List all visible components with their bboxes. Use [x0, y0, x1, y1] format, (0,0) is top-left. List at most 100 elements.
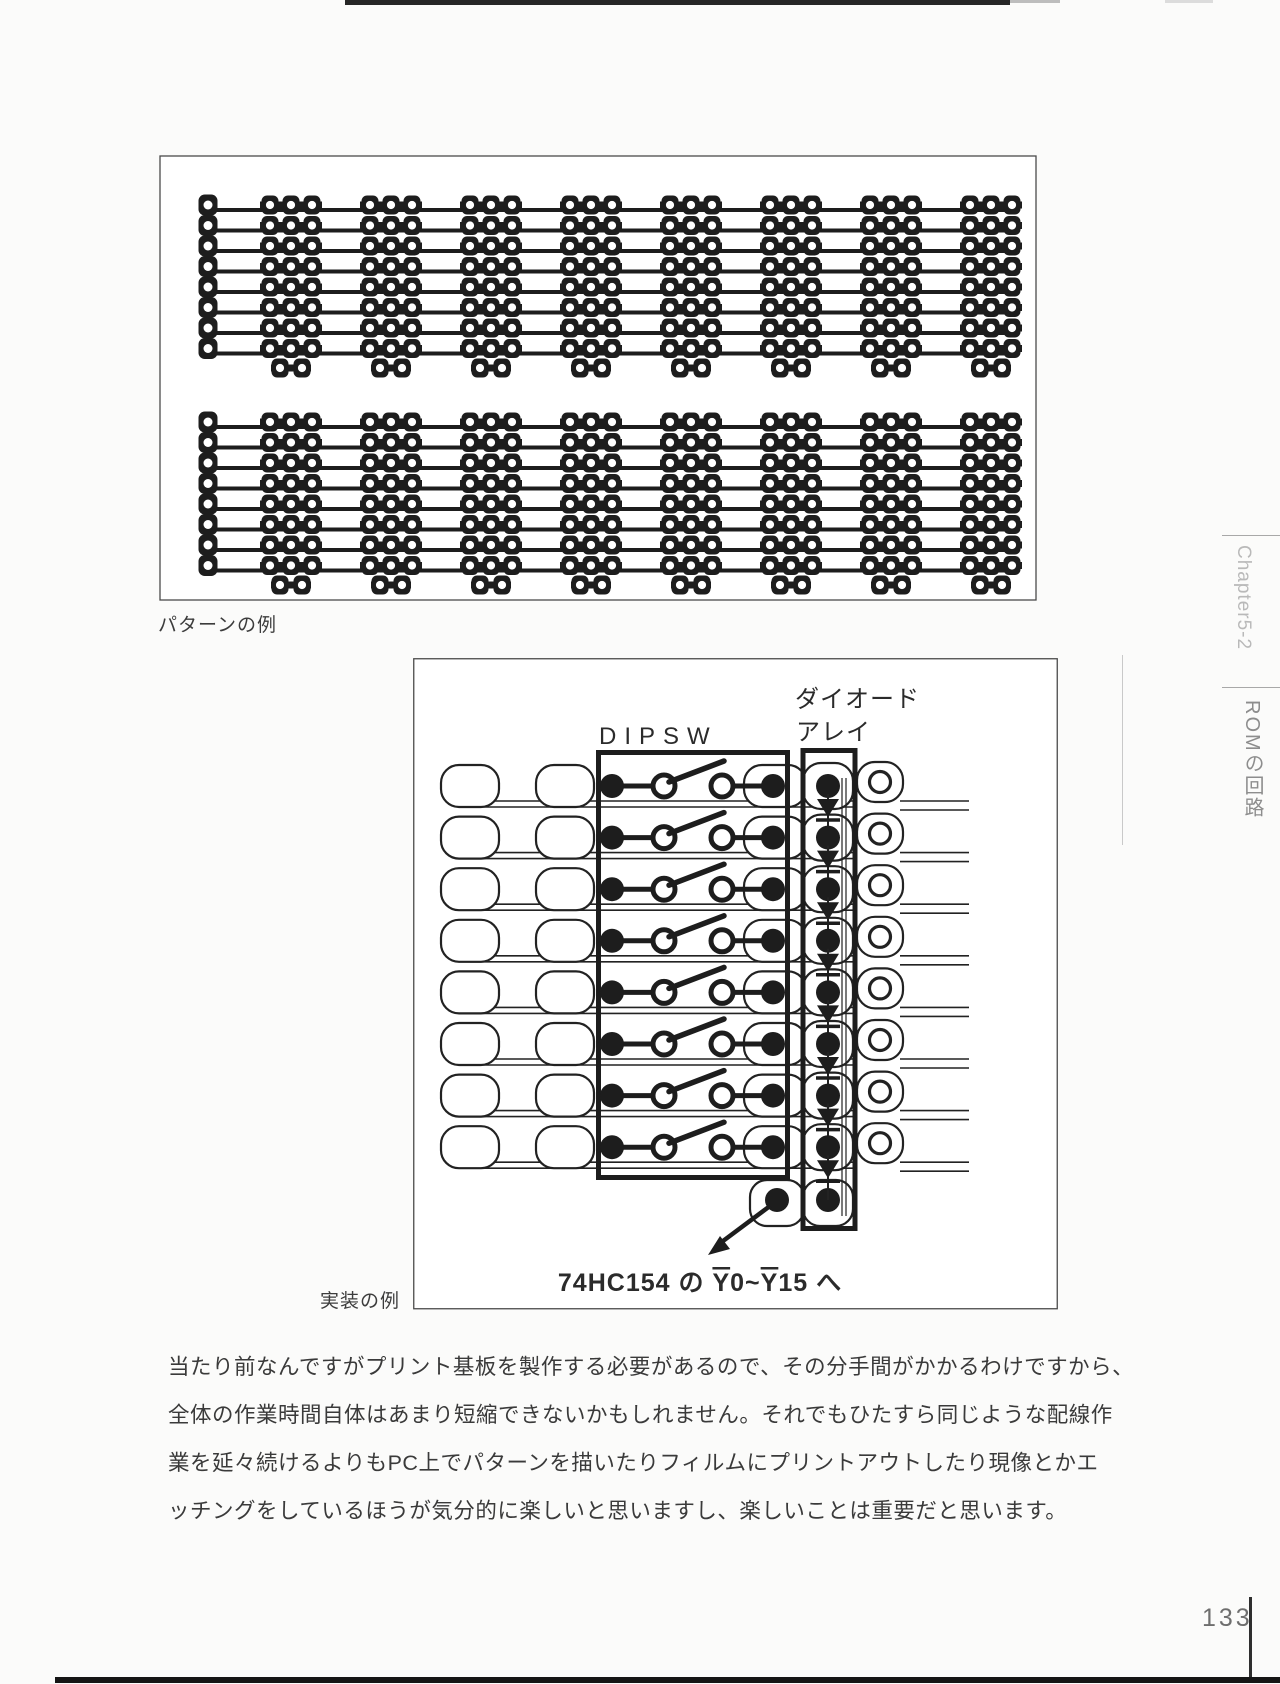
pad-hole: [607, 458, 617, 468]
pad-hole: [365, 200, 375, 210]
pad-outline: [439, 867, 501, 912]
pad-hole: [786, 241, 796, 251]
pad-hole: [707, 520, 717, 529]
pad-hole: [486, 262, 496, 271]
pad-hole: [607, 561, 617, 570]
pad-hole: [665, 303, 675, 312]
pad-hole: [486, 417, 496, 427]
pad-hole: [203, 323, 213, 333]
pad-hole: [907, 282, 917, 292]
pad-hole: [365, 282, 375, 292]
pad-hole: [775, 363, 785, 373]
pad-hole: [807, 561, 817, 570]
pad-hole: [365, 458, 375, 468]
pad-hole: [765, 262, 775, 271]
diode-triangle: [817, 1057, 839, 1075]
pad-hole: [707, 540, 717, 550]
pad-hole: [665, 241, 675, 251]
pad-hole: [807, 262, 817, 271]
pad-hole: [386, 458, 396, 468]
pad-hole: [407, 540, 417, 550]
pad-hole: [565, 458, 575, 468]
pad-outline: [439, 970, 501, 1015]
sidebar-rule-bottom: [1222, 687, 1280, 688]
pad-hole: [986, 241, 996, 251]
pad-hole: [365, 303, 375, 312]
pad-hole: [375, 580, 385, 590]
pad-hole: [265, 540, 275, 550]
pad-hole: [807, 520, 817, 529]
pad-hole: [1007, 458, 1017, 468]
pad-hole: [265, 241, 275, 251]
pad-hole: [465, 438, 475, 447]
pad-hole: [307, 323, 317, 333]
pad-hole: [203, 438, 213, 447]
pad-hole: [565, 262, 575, 271]
pad-hole: [975, 363, 985, 373]
pad-hole: [986, 438, 996, 447]
pad-hole: [203, 344, 213, 353]
pad-hole: [686, 241, 696, 251]
pcb-pad: [761, 1032, 785, 1056]
pad-hole: [375, 363, 385, 373]
annotation-prefix: 74HC154 の: [558, 1269, 713, 1297]
pad-hole: [365, 499, 375, 509]
pad-hole: [865, 282, 875, 292]
pad-hole: [286, 417, 296, 427]
pad-hole: [475, 580, 485, 590]
section-tab: ROMの回路: [1241, 700, 1263, 819]
pad-hole: [665, 200, 675, 210]
pad-hole: [686, 499, 696, 509]
pad-hole: [365, 241, 375, 251]
pad-hole: [286, 438, 296, 447]
pad-hole: [486, 323, 496, 333]
pad-hole: [486, 344, 496, 353]
pad-hole: [397, 580, 407, 590]
pad-hole: [865, 262, 875, 271]
pad-hole: [765, 241, 775, 251]
pad-hole: [407, 520, 417, 529]
pad-hole: [407, 458, 417, 468]
pad-hole: [686, 282, 696, 292]
pad-hole: [365, 479, 375, 488]
pad-hole: [986, 323, 996, 333]
pad-hole: [465, 520, 475, 529]
pad-hole: [265, 499, 275, 509]
pad-hole: [865, 417, 875, 427]
pad-hole: [807, 438, 817, 447]
annotation-separator: ~: [745, 1269, 761, 1297]
pad-hole: [686, 561, 696, 570]
pad-hole: [507, 344, 517, 353]
pad-hole: [307, 540, 317, 550]
pad-hole: [407, 241, 417, 251]
pad-hole: [307, 221, 317, 230]
diode-pad: [816, 825, 840, 850]
pad-hole: [907, 458, 917, 468]
pad-hole: [286, 520, 296, 529]
pad-hole: [886, 540, 896, 550]
pad-hole: [407, 499, 417, 509]
pad-hole: [1007, 479, 1017, 488]
pad-hole: [507, 520, 517, 529]
pad-hole: [697, 363, 707, 373]
pad-hole: [265, 200, 275, 210]
pad-hole: [907, 561, 917, 570]
diode-pad: [816, 877, 840, 902]
pad-hole: [407, 200, 417, 210]
pad-hole: [607, 520, 617, 529]
pad-hole: [907, 344, 917, 353]
diode-triangle: [817, 850, 839, 869]
dipsw-outline-box: [596, 750, 790, 1180]
pad-hole: [1007, 241, 1017, 251]
pad-hole: [707, 303, 717, 312]
pad-hole: [307, 282, 317, 292]
pad-hole: [307, 417, 317, 427]
pad-hole: [665, 438, 675, 447]
pad-hole: [607, 262, 617, 271]
pad-outline: [439, 763, 501, 809]
pad-hole: [907, 241, 917, 251]
pad-hole: [765, 499, 775, 509]
pad-hole: [386, 499, 396, 509]
diode-triangle: [817, 1108, 839, 1127]
